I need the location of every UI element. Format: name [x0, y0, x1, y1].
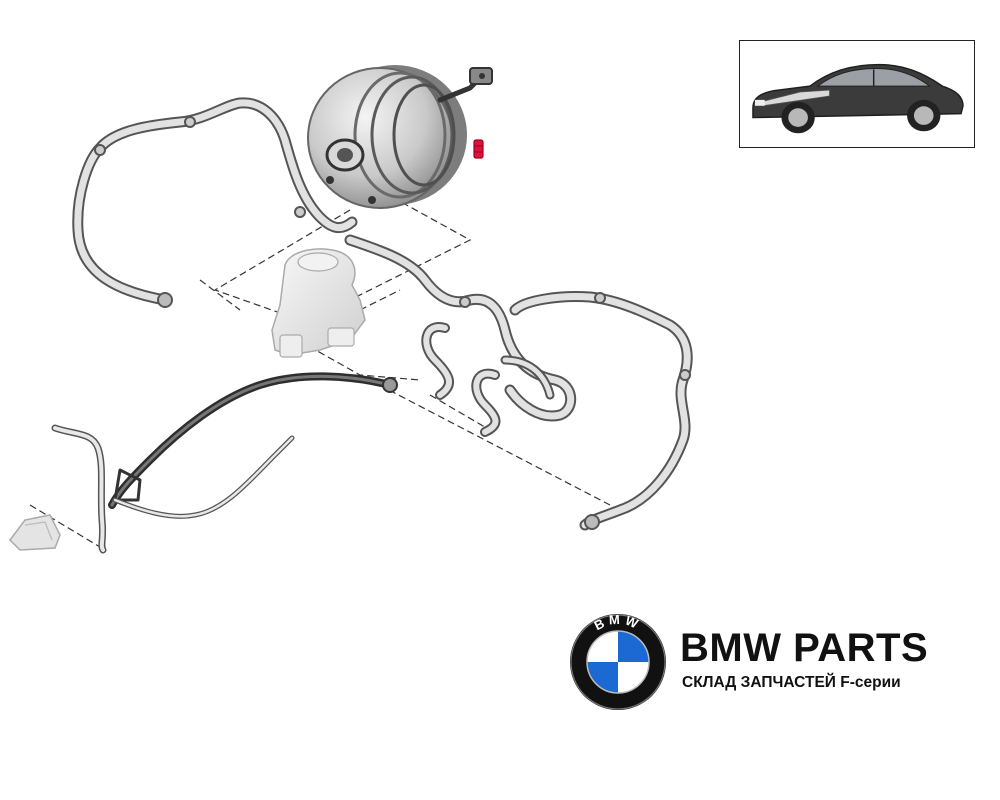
brand-title: BMW PARTS: [680, 626, 929, 670]
lower-vacuum-pipe: [108, 372, 398, 509]
mounting-bracket: [9, 514, 61, 551]
brake-booster-icon: [307, 65, 493, 209]
svg-text:BMW: BMW: [592, 612, 644, 633]
hose-hooks: [421, 322, 555, 437]
highlighted-seal-part: [473, 139, 484, 159]
vehicle-thumbnail: [739, 40, 975, 148]
brand-subtitle: СКЛАД ЗАПЧАСТЕЙ F-серии: [682, 674, 901, 691]
brand-block: BMW BMW PARTS СКЛАД ЗАПЧАСТЕЙ F-серии: [568, 612, 948, 716]
brake-fluid-reservoir-icon: [271, 248, 366, 358]
bmw-logo-icon: BMW: [570, 612, 666, 710]
upper-vacuum-hose: [72, 97, 358, 308]
lower-thin-hoses: [51, 424, 295, 554]
logo-letters: BMW: [592, 612, 640, 633]
car-thumbnail-icon: [752, 63, 964, 134]
right-vacuum-hose: [344, 234, 693, 531]
